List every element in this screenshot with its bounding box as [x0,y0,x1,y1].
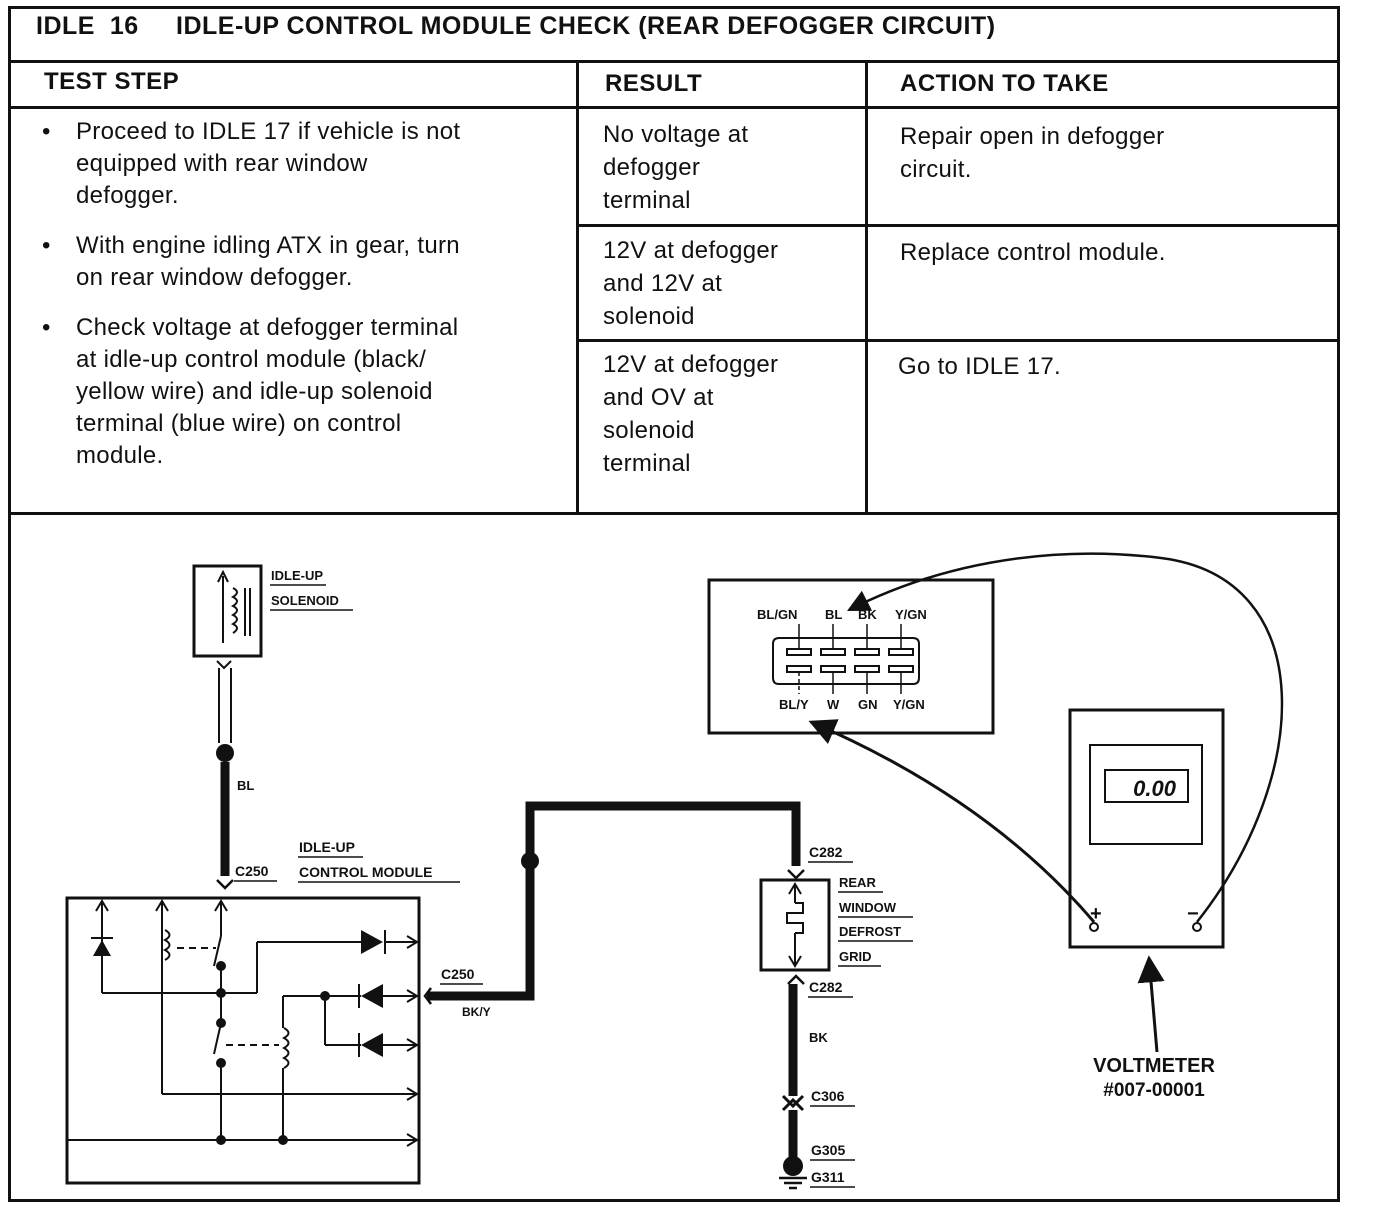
action-cell-2: Replace control module. [900,239,1166,266]
g305-label: G305 [811,1142,845,1158]
action-cell-1: Repair open in defogger circuit. [900,123,1165,183]
pin-label-top-1: BL/GN [757,607,797,622]
g311-label: G311 [811,1169,845,1185]
table-bottom-rule [11,512,1337,515]
grid-label-line2: WINDOW [839,900,897,915]
pin-label-top-3: BK [858,607,877,622]
pin-label-bottom-1: BL/Y [779,697,809,712]
title-bar [11,9,1337,63]
procedure-code: IDLE 16 [36,12,139,40]
module-label-line2: CONTROL MODULE [299,864,433,880]
module-label-line1: IDLE-UP [299,839,355,855]
pin-label-bottom-3: GN [858,697,878,712]
c250-right-label: C250 [441,966,475,982]
ground-symbol [779,1156,807,1190]
column-divider-2 [865,63,868,513]
rear-window-defrost-grid [759,878,831,972]
row-rule-1 [578,224,1337,227]
meter-minus-terminal: − [1187,903,1199,925]
page-frame [8,6,1340,1202]
pin-label-bottom-2: W [827,697,840,712]
voltmeter-label: VOLTMETER [1093,1055,1215,1077]
column-divider-1 [576,63,579,513]
pin-label-bottom-4: Y/GN [893,697,925,712]
meter-display-value: 0.00 [1133,776,1177,801]
header-result: RESULT [605,70,703,97]
c250-top-label: C250 [235,863,269,879]
pin-label-top-2: BL [825,607,842,622]
header-test-step: TEST STEP [44,68,180,95]
pin-label-top-4: Y/GN [895,607,927,622]
idle-up-solenoid [192,564,263,658]
test-step-item: Proceed to IDLE 17 if vehicle is not equ… [40,116,560,212]
grid-label-line1: REAR [839,875,876,890]
solenoid-label-line2: SOLENOID [271,593,339,608]
test-step-item: With engine idling ATX in gear, turn on … [40,230,560,294]
test-step-list: Proceed to IDLE 17 if vehicle is not equ… [40,116,560,490]
module-connector [707,578,995,735]
solenoid-label-line1: IDLE-UP [271,568,323,583]
procedure-title: IDLE-UP CONTROL MODULE CHECK (REAR DEFOG… [176,12,996,40]
voltmeter-part-number: #007-00001 [1103,1080,1205,1101]
header-bottom-rule [11,106,1337,109]
voltmeter [1068,708,1225,949]
header-action: ACTION TO TAKE [900,70,1109,97]
c306-label: C306 [811,1088,845,1104]
result-cell-1: No voltage at defogger terminal [603,121,749,214]
row-rule-2 [578,339,1337,342]
grid-label-line3: DEFROST [839,924,901,939]
wire-bl-label: BL [237,778,254,793]
c282-bottom-label: C282 [809,979,843,995]
c282-top-label: C282 [809,844,843,860]
wire-bk-y-label: BK/Y [462,1005,491,1019]
test-step-item: Check voltage at defogger terminal at id… [40,312,560,472]
meter-plus-terminal: + [1090,903,1102,925]
result-cell-2: 12V at defogger and 12V at solenoid [603,237,779,330]
action-cell-3: Go to IDLE 17. [898,353,1061,380]
grid-label-line4: GRID [839,949,872,964]
wire-bk-label: BK [809,1030,828,1045]
result-cell-3: 12V at defogger and OV at solenoid termi… [603,351,779,477]
wiring-diagram: IDLE-UP SOLENOID BL C250 IDLE-UP CONTROL… [65,552,1284,1190]
idle-up-control-module [65,896,421,1185]
